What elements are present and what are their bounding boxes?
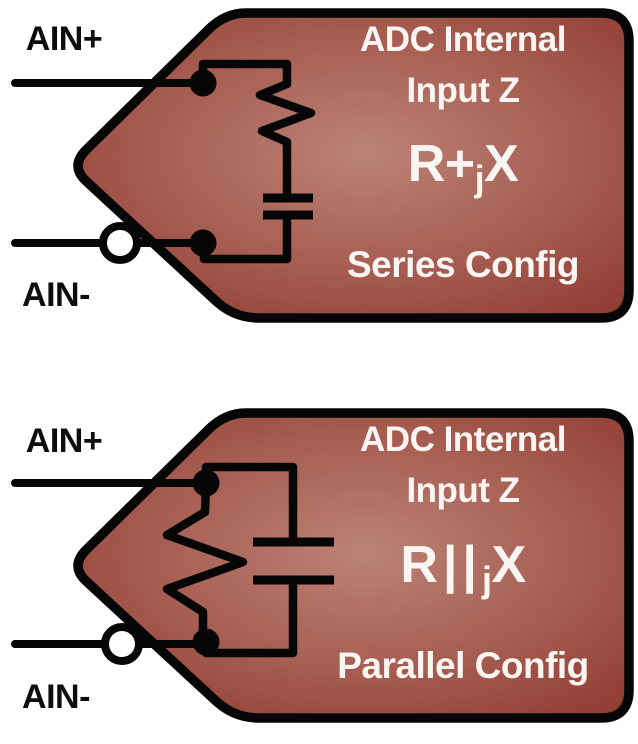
parallel-open-terminal-icon [101,623,143,665]
resistor-symbol-series [198,59,316,199]
series-open-terminal-icon [99,222,141,264]
parallel-impedance-pre: R|| [400,536,482,594]
series-impedance-post: X [484,135,519,193]
parallel-junction-dot-bottom [192,628,220,656]
resistor-symbol-parallel [162,478,248,647]
series-title-line1: ADC Internal [360,20,566,59]
parallel-title-line2: Input Z [406,471,519,510]
parallel-ain-plus-label: AIN+ [26,422,102,460]
series-config-diagram: AIN+ AIN- ADC Internal Input Z R+jX Seri… [11,8,634,323]
series-impedance-subscript: j [474,158,485,199]
series-config-label: Series Config [347,244,579,285]
parallel-config-diagram: AIN+ AIN- ADC Internal Input Z R||jX Par… [11,408,634,723]
series-impedance-formula: R+jX [408,135,519,199]
series-title-line2: Input Z [406,71,519,110]
parallel-ain-minus-label: AIN- [22,678,90,716]
parallel-junction-dot-top [192,469,220,497]
parallel-impedance-subscript: j [481,559,492,600]
series-junction-dot-bottom [189,229,217,257]
series-ain-plus-label: AIN+ [26,20,102,58]
parallel-title-line1: ADC Internal [360,420,566,459]
series-impedance-pre: R+ [408,135,475,193]
series-ain-minus-label: AIN- [22,276,90,314]
parallel-impedance-formula: R||jX [400,536,526,600]
series-junction-dot-top [189,69,217,97]
parallel-impedance-post: X [491,536,526,594]
parallel-config-label: Parallel Config [337,645,589,686]
